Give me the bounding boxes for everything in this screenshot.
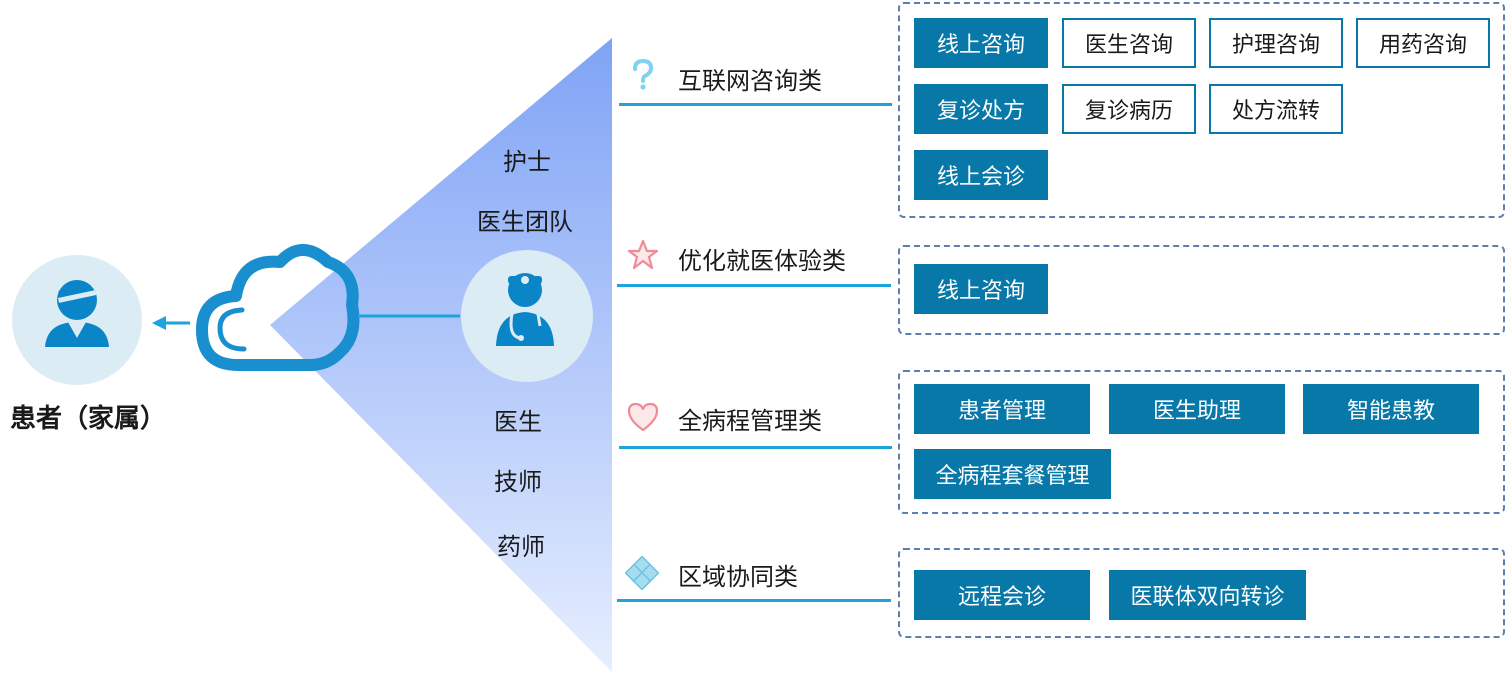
tag-doctor-consult[interactable]: 医生咨询 (1062, 18, 1196, 68)
role-doctor-team: 医生团队 (477, 208, 573, 236)
panel-regional (898, 548, 1505, 638)
tag-full-course-package[interactable]: 全病程套餐管理 (914, 449, 1111, 499)
role-technician: 技师 (494, 468, 542, 496)
tag-medication-consult[interactable]: 用药咨询 (1356, 18, 1490, 68)
arrow-to-patient (152, 316, 190, 330)
tag-two-way-referral[interactable]: 医联体双向转诊 (1109, 570, 1306, 620)
category-line-regional (617, 599, 891, 602)
category-title-experience: 优化就医体验类 (678, 247, 846, 275)
tag-patient-management[interactable]: 患者管理 (914, 384, 1090, 434)
tag-doctor-assistant[interactable]: 医生助理 (1109, 384, 1285, 434)
category-title-internet-consult: 互联网咨询类 (678, 67, 822, 95)
category-title-regional: 区域协同类 (678, 563, 798, 591)
role-pharmacist: 药师 (497, 533, 545, 561)
category-title-full-course: 全病程管理类 (678, 407, 822, 435)
cloud-icon (196, 244, 360, 371)
patient-label: 患者（家属） (10, 404, 167, 434)
role-doctor: 医生 (494, 408, 542, 436)
patient-avatar-icon (12, 255, 142, 385)
tag-online-consultation[interactable]: 线上会诊 (914, 150, 1048, 200)
doctor-avatar-icon (461, 250, 593, 382)
tag-followup-record[interactable]: 复诊病历 (1062, 84, 1196, 134)
role-nurse: 护士 (503, 148, 551, 176)
category-line-experience (617, 284, 891, 287)
tag-online-consult-experience[interactable]: 线上咨询 (914, 264, 1048, 314)
tag-online-consult[interactable]: 线上咨询 (914, 18, 1048, 68)
tag-prescription-transfer[interactable]: 处方流转 (1209, 84, 1343, 134)
panel-internet-consult (898, 2, 1505, 218)
heart-icon (627, 402, 659, 432)
tag-followup-prescription[interactable]: 复诊处方 (914, 84, 1048, 134)
category-line-full-course (619, 446, 892, 449)
tag-smart-education[interactable]: 智能患教 (1303, 384, 1479, 434)
panel-experience (898, 245, 1505, 335)
panel-full-course (898, 370, 1505, 514)
category-line-internet-consult (619, 103, 892, 106)
fan-cone (270, 38, 612, 672)
tag-remote-consultation[interactable]: 远程会诊 (914, 570, 1090, 620)
star-icon (627, 239, 659, 270)
question-mark-icon (633, 58, 654, 90)
puzzle-icon (625, 556, 659, 590)
tag-nursing-consult[interactable]: 护理咨询 (1209, 18, 1343, 68)
